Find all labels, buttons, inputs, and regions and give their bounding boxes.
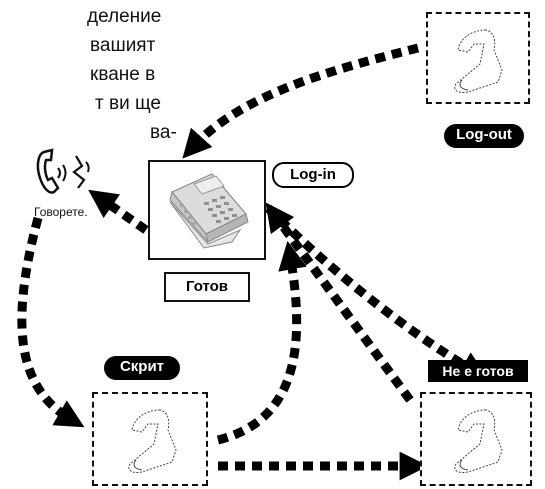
- hidden-label: Скрит: [104, 356, 180, 380]
- log-in-label: Log-in: [272, 162, 354, 188]
- text-line-2: вашият: [90, 35, 156, 56]
- phone-box-hidden: [92, 392, 208, 486]
- arrow-logout: [182, 43, 420, 159]
- arrow-center-to-notready: [264, 204, 489, 380]
- text-line-3: кване в: [90, 64, 156, 85]
- speak-label: Говорете.: [34, 205, 88, 219]
- handset-outline-icon: [454, 409, 503, 473]
- handset-outline-icon: [454, 29, 503, 93]
- handset-outline-icon: [128, 409, 177, 473]
- log-out-label: Log-out: [444, 124, 524, 148]
- arrow-hidden-to-ready: [216, 240, 307, 445]
- desk-phone-icon: [169, 173, 249, 249]
- arrow-to-speaking: [88, 189, 149, 234]
- text-line-1: деление: [87, 6, 162, 27]
- ready-label: Готов: [164, 272, 250, 302]
- phone-box-not-ready: [420, 392, 532, 486]
- text-line-5: ва-: [150, 122, 177, 143]
- desk-phone-box: [148, 160, 266, 260]
- not-ready-label: Не е готов: [428, 360, 528, 382]
- handset-speaking-icon: [36, 148, 96, 198]
- text-line-4: т ви ще: [95, 93, 161, 114]
- arrow-speaking-to-hidden: [17, 216, 85, 428]
- phone-box-logout: [426, 12, 530, 104]
- arrow-notready-to-center: [265, 202, 414, 403]
